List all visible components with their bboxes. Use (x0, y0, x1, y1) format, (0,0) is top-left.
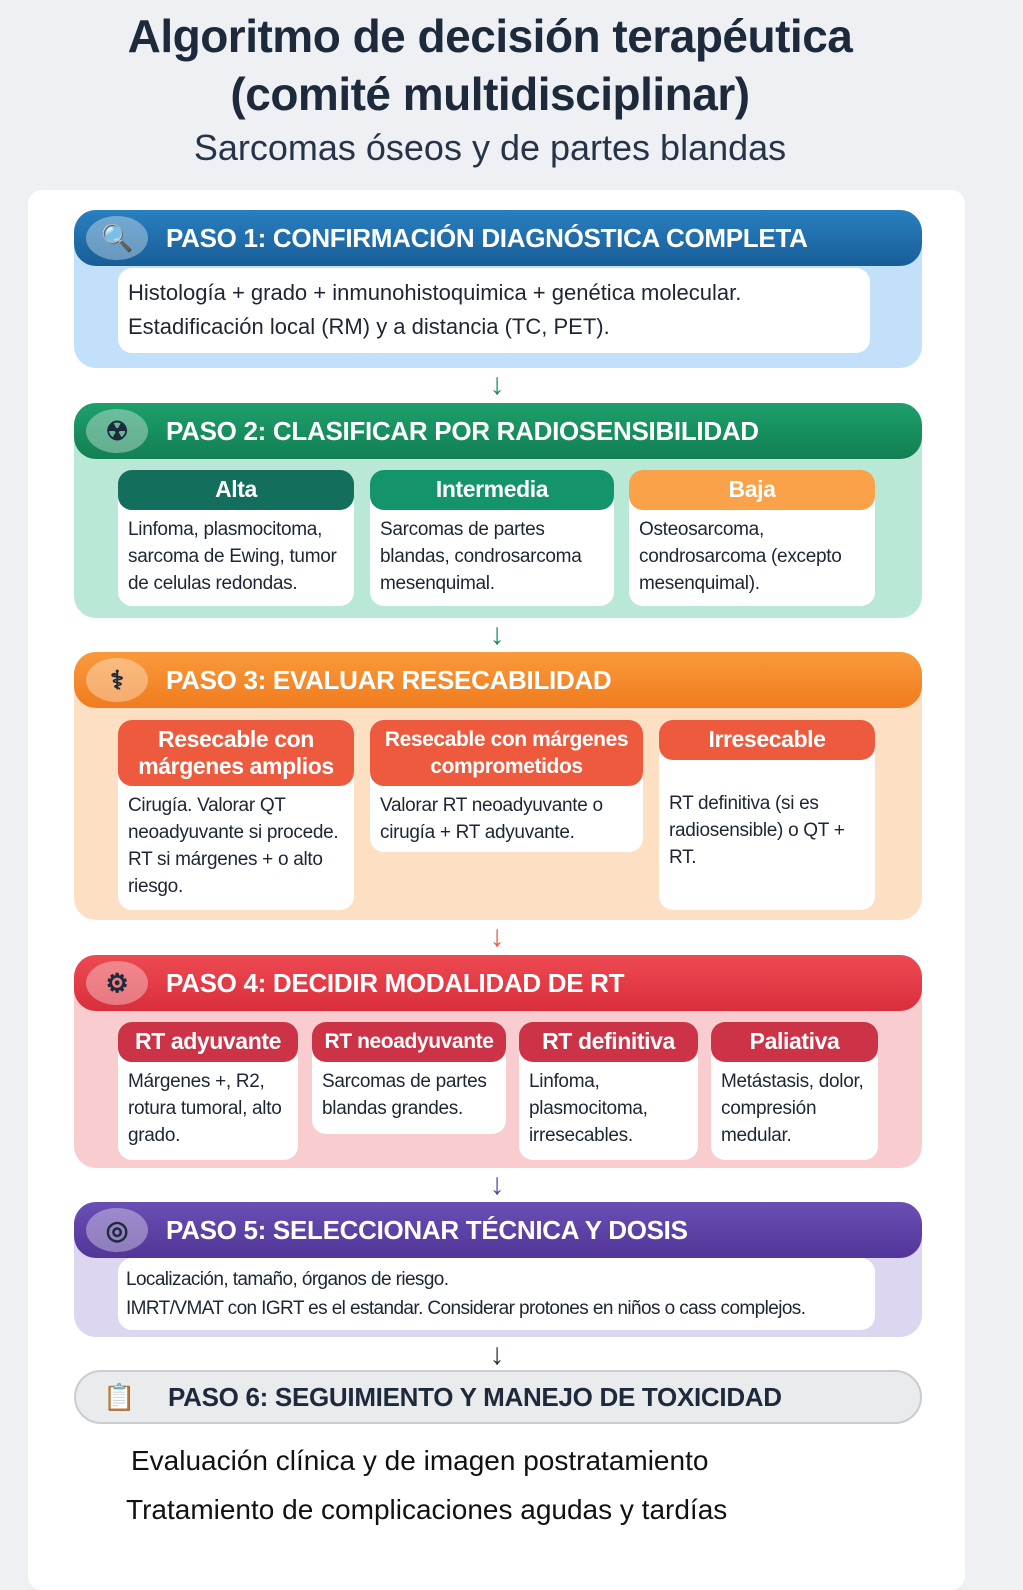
arrow-down-icon: ↓ (489, 618, 505, 651)
step-5-header: ◎ PASO 5: SELECCIONAR TÉCNICA Y DOSIS (74, 1202, 922, 1258)
card-text: Sarcomas de partes blandas grandes. (322, 1071, 487, 1119)
card-text: Linfoma, plasmocitoma, irresecables. (529, 1071, 648, 1146)
card-label: Paliativa (711, 1022, 878, 1062)
card-text: Sarcomas de partes blandas, condrosarcom… (380, 519, 582, 594)
step-6-title: PASO 6: SEGUIMIENTO Y MANEJO DE TOXICIDA… (168, 1382, 782, 1412)
step-5-line: IMRT/VMAT con IGRT es el estandar. Consi… (126, 1298, 806, 1319)
card-text: Cirugía. Valorar QT neoadyuvante si proc… (128, 795, 339, 897)
step-1-title: PASO 1: CONFIRMACIÓN DIAGNÓSTICA COMPLET… (166, 223, 808, 253)
card-label: Baja (629, 470, 875, 510)
magnifier-icon: 🔍 (86, 216, 148, 260)
arrow-down-icon: ↓ (489, 1168, 505, 1201)
card-text: Linfoma, plasmocitoma, sarcoma de Ewing,… (128, 519, 337, 594)
radiation-icon: ☢ (86, 409, 148, 453)
resectability-card-amplios: Resecable con márgenes amplios Cirugía. … (118, 720, 354, 910)
step-3-title: PASO 3: EVALUAR RESECABILIDAD (166, 665, 612, 695)
step-2: ☢ PASO 2: CLASIFICAR POR RADIOSENSIBILID… (74, 403, 922, 618)
step-4-title: PASO 4: DECIDIR MODALIDAD DE RT (166, 968, 625, 998)
surgeon-icon: ⚕ (86, 658, 148, 702)
resectability-card-comprometidos: Resecable con márgenes comprometidos Val… (370, 720, 643, 852)
step-6-line: Evaluación clínica y de imagen postratam… (131, 1445, 709, 1476)
clipboard-monitor-icon: 📋 (102, 1382, 136, 1412)
card-text: RT definitiva (si es radiosensible) o QT… (669, 793, 845, 868)
step-4-header: ⚙ PASO 4: DECIDIR MODALIDAD DE RT (74, 955, 922, 1011)
card-label: Irresecable (659, 720, 875, 760)
title-line2: (comité multidisciplinar) (230, 68, 750, 120)
step-1-line: Histología + grado + inmunohistoquimica … (128, 280, 742, 305)
step-1-header: 🔍 PASO 1: CONFIRMACIÓN DIAGNÓSTICA COMPL… (74, 210, 922, 266)
title-line1: Algoritmo de decisión terapéutica (127, 10, 853, 62)
card-label: Intermedia (370, 470, 614, 510)
step-6: 📋 PASO 6: SEGUIMIENTO Y MANEJO DE TOXICI… (74, 1370, 922, 1424)
step-2-title: PASO 2: CLASIFICAR POR RADIOSENSIBILIDAD (166, 416, 759, 446)
card-label: Resecable con márgenes comprometidos (370, 720, 643, 786)
step-1-line: Estadificación local (RM) y a distancia … (128, 314, 610, 339)
arrow-down-icon: ↓ (489, 368, 505, 401)
gantry-icon: ◎ (86, 1208, 148, 1252)
card-label: RT definitiva (519, 1022, 698, 1062)
linac-icon: ⚙ (86, 961, 148, 1005)
radiosensitivity-card-baja: Baja Osteosarcoma, condrosarcoma (except… (629, 470, 875, 606)
card-label: RT neoadyuvante (312, 1022, 506, 1062)
card-text: Valorar RT neoadyuvante o cirugía + RT a… (380, 795, 603, 843)
rt-modality-card: RT neoadyuvante Sarcomas de partes bland… (312, 1022, 506, 1134)
resectability-card-irresecable: Irresecable RT definitiva (si es radiose… (659, 720, 875, 910)
radiosensitivity-card-intermedia: Intermedia Sarcomas de partes blandas, c… (370, 470, 614, 606)
step-5: ◎ PASO 5: SELECCIONAR TÉCNICA Y DOSIS Lo… (74, 1202, 922, 1337)
step-4: ⚙ PASO 4: DECIDIR MODALIDAD DE RT RT ady… (74, 955, 922, 1168)
arrow-down-icon: ↓ (489, 920, 505, 953)
step-1-body: Histología + grado + inmunohistoquimica … (118, 268, 870, 353)
step-3-header: ⚕ PASO 3: EVALUAR RESECABILIDAD (74, 652, 922, 708)
subtitle: Sarcomas óseos y de partes blandas (193, 127, 787, 168)
step-6-header: 📋 PASO 6: SEGUIMIENTO Y MANEJO DE TOXICI… (76, 1372, 920, 1422)
step-5-line: Localización, tamaño, órganos de riesgo. (126, 1269, 449, 1290)
step-5-title: PASO 5: SELECCIONAR TÉCNICA Y DOSIS (166, 1215, 688, 1245)
step-5-body: Localización, tamaño, órganos de riesgo.… (118, 1258, 875, 1330)
card-text: Osteosarcoma, condrosarcoma (excepto mes… (639, 519, 842, 594)
step-6-line: Tratamiento de complicaciones agudas y t… (126, 1494, 728, 1525)
step-3: ⚕ PASO 3: EVALUAR RESECABILIDAD Resecabl… (74, 652, 922, 920)
step-6-body (66, 1434, 916, 1474)
rt-modality-card: RT adyuvante Márgenes +, R2, rotura tumo… (118, 1022, 298, 1160)
card-label: Resecable con márgenes amplios (118, 720, 354, 786)
radiosensitivity-card-alta: Alta Linfoma, plasmocitoma, sarcoma de E… (118, 470, 354, 606)
step-2-header: ☢ PASO 2: CLASIFICAR POR RADIOSENSIBILID… (74, 403, 922, 459)
card-text: Metástasis, dolor, compresión medular. (721, 1071, 864, 1146)
step-1: 🔍 PASO 1: CONFIRMACIÓN DIAGNÓSTICA COMPL… (74, 210, 922, 368)
arrow-down-icon: ↓ (489, 1338, 505, 1371)
card-label: RT adyuvante (118, 1022, 298, 1062)
rt-modality-card: RT definitiva Linfoma, plasmocitoma, irr… (519, 1022, 698, 1160)
card-label: Alta (118, 470, 354, 510)
card-text: Márgenes +, R2, rotura tumoral, alto gra… (128, 1071, 282, 1146)
rt-modality-card: Paliativa Metástasis, dolor, compresión … (711, 1022, 878, 1160)
